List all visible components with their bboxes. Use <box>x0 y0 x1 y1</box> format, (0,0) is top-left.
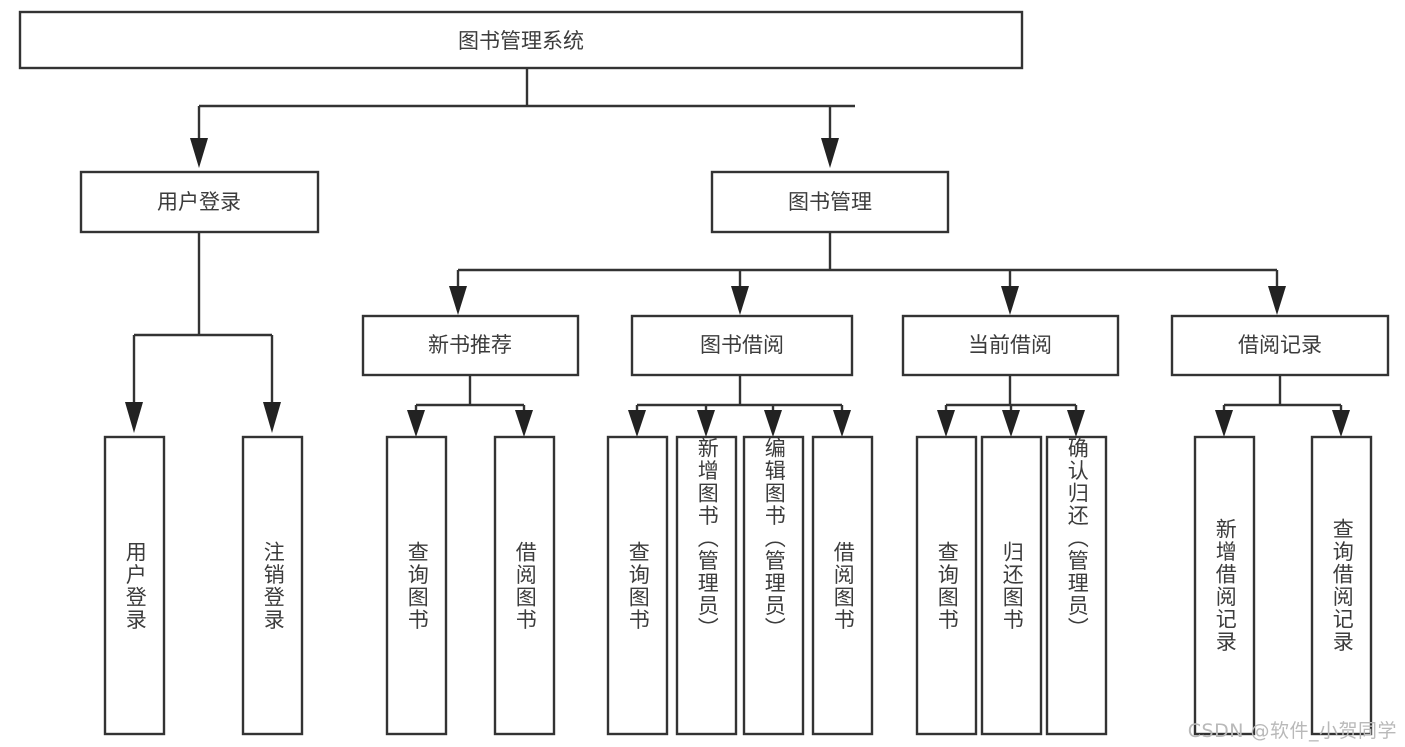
arrow-head-ul-leaf2 <box>263 402 281 433</box>
leaf-rect-current-borrow-3[interactable] <box>1045 435 1108 736</box>
arrow-head-cb-leaf2 <box>1002 410 1020 437</box>
leaf-rect-user-login-1[interactable] <box>103 435 166 736</box>
node-user-login[interactable]: 用户登录 <box>79 170 320 234</box>
leaf-rect-user-login-2[interactable] <box>241 435 304 736</box>
arrow-head-nb-leaf2 <box>515 410 533 437</box>
leaf-rect-book-borrow-4[interactable] <box>811 435 874 736</box>
arrow-head-bb-leaf2 <box>697 410 715 437</box>
arrow-head-ul-leaf1 <box>125 402 143 433</box>
node-user-login-rect[interactable] <box>79 170 320 234</box>
node-book-management[interactable]: 图书管理 <box>710 170 950 234</box>
leaf-rect-new-book-2[interactable] <box>493 435 556 736</box>
arrow-head-bb-leaf3 <box>764 410 782 437</box>
node-book-management-rect[interactable] <box>710 170 950 234</box>
connector-group-record-to-leaves <box>1215 375 1350 437</box>
connector-group-new-book-to-leaves <box>407 375 533 437</box>
arrow-head-bb-leaf4 <box>833 410 851 437</box>
leaf-rect-book-borrow-1[interactable] <box>606 435 669 736</box>
node-new-book-recommend-rect[interactable] <box>361 314 580 377</box>
connector-group-borrow-to-leaves <box>628 375 851 437</box>
node-book-borrow-label: 图书借阅 <box>700 333 784 357</box>
arrow-head-br-leaf1 <box>1215 410 1233 437</box>
arrow-head-cb-leaf3 <box>1067 410 1085 437</box>
arrow-head-nb-leaf1 <box>407 410 425 437</box>
connector-group-current-to-leaves <box>937 375 1085 437</box>
node-borrow-record-label: 借阅记录 <box>1238 333 1322 357</box>
arrow-head-br-leaf2 <box>1332 410 1350 437</box>
arrow-head-new-book <box>449 286 467 315</box>
arrow-head-borrow <box>731 286 749 315</box>
leaf-boxes-current-borrow <box>915 435 1108 736</box>
node-book-management-label: 图书管理 <box>788 190 872 214</box>
node-root-rect[interactable] <box>18 10 1024 70</box>
leaf-boxes-borrow-record <box>1193 435 1373 736</box>
node-new-book-recommend-label: 新书推荐 <box>428 333 512 357</box>
leaf-rect-book-borrow-3[interactable] <box>742 435 805 736</box>
leaf-boxes-book-borrow <box>606 435 874 736</box>
node-borrow-record[interactable]: 借阅记录 <box>1170 314 1390 377</box>
node-book-borrow-rect[interactable] <box>630 314 854 377</box>
arrow-head-bb-leaf1 <box>628 410 646 437</box>
leaf-rect-book-borrow-2[interactable] <box>675 435 738 736</box>
leaf-rect-current-borrow-1[interactable] <box>915 435 978 736</box>
node-current-borrow[interactable]: 当前借阅 <box>901 314 1120 377</box>
connector-group-user-login-to-leaves <box>125 232 281 433</box>
connector-group-root-to-level2 <box>190 68 855 168</box>
node-current-borrow-rect[interactable] <box>901 314 1120 377</box>
arrow-head-record <box>1268 286 1286 315</box>
node-new-book-recommend[interactable]: 新书推荐 <box>361 314 580 377</box>
leaf-rect-current-borrow-2[interactable] <box>980 435 1043 736</box>
node-current-borrow-label: 当前借阅 <box>968 333 1052 357</box>
arrow-head-cb-leaf1 <box>937 410 955 437</box>
node-book-borrow[interactable]: 图书借阅 <box>630 314 854 377</box>
leaf-rect-borrow-record-2[interactable] <box>1310 435 1373 736</box>
node-user-login-label: 用户登录 <box>157 190 241 214</box>
arrow-head-current <box>1001 286 1019 315</box>
node-borrow-record-rect[interactable] <box>1170 314 1390 377</box>
node-root-label: 图书管理系统 <box>458 29 584 53</box>
node-root[interactable]: 图书管理系统 <box>18 10 1024 70</box>
csdn-watermark: CSDN @软件_小贺同学 <box>1187 720 1397 742</box>
leaf-rect-borrow-record-1[interactable] <box>1193 435 1256 736</box>
connector-group-book-mgmt-to-level3 <box>449 232 1286 315</box>
arrow-head-book-mgmt <box>821 138 839 168</box>
leaf-rect-new-book-1[interactable] <box>385 435 448 736</box>
leaf-boxes-user-login <box>103 435 304 736</box>
arrow-head-user-login <box>190 138 208 168</box>
leaf-boxes-new-book-recommend <box>385 435 556 736</box>
